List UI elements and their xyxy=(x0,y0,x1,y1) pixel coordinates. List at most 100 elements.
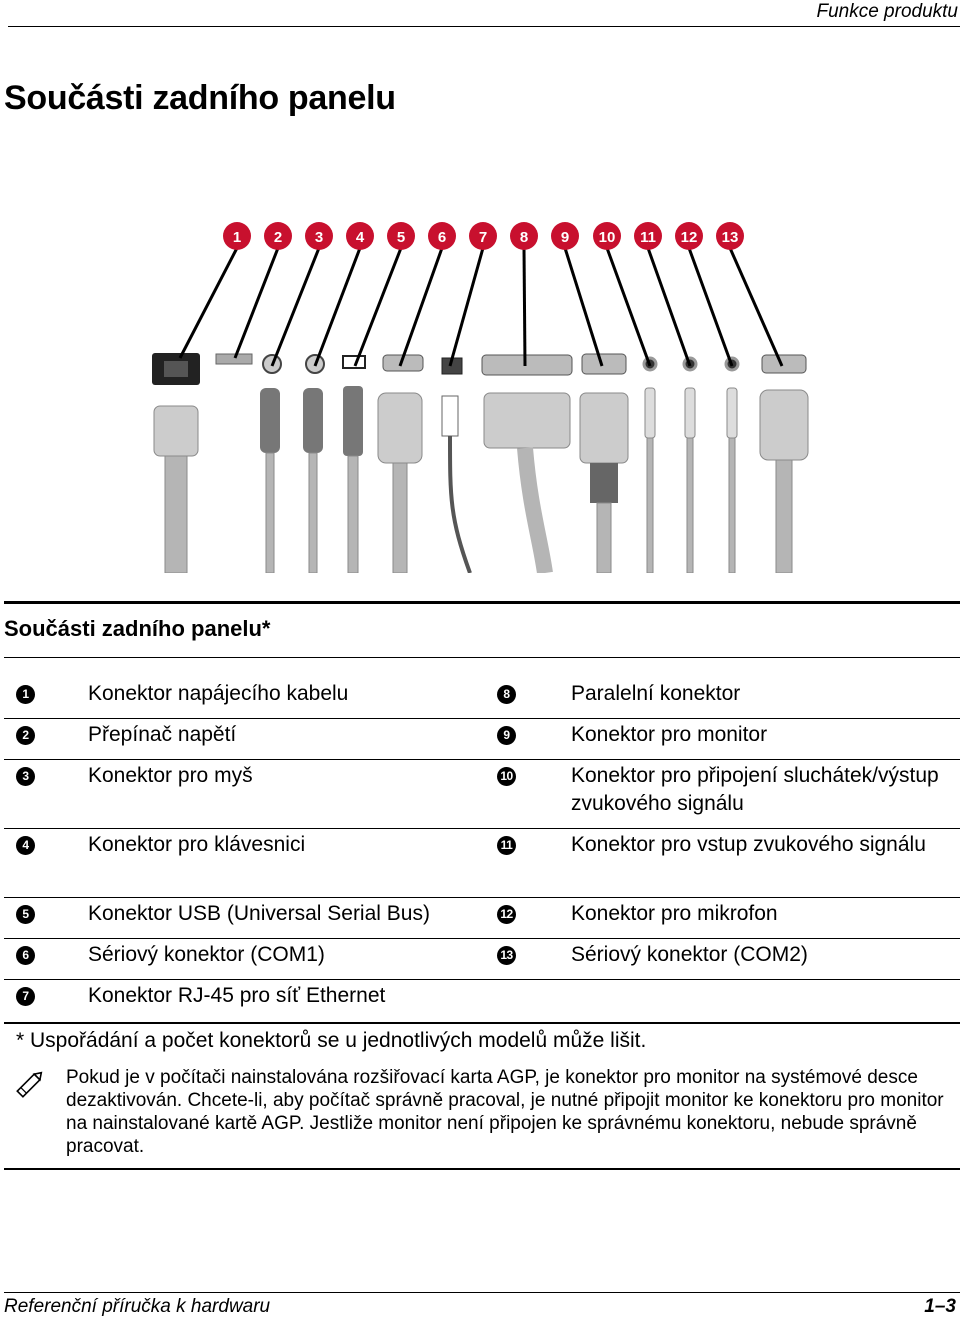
cable xyxy=(596,502,612,573)
rj45-plug xyxy=(441,395,459,437)
table-row-rule xyxy=(4,979,960,980)
callout-circle xyxy=(264,222,292,250)
table-row-number: 8 xyxy=(497,680,527,708)
table-cell-right: Konektor pro mikrofon xyxy=(571,902,778,925)
callout-number: 3 xyxy=(315,229,323,246)
table-cell-right: Konektor pro monitor xyxy=(571,723,768,746)
audio-plug xyxy=(726,387,738,439)
monitor-ferrite xyxy=(590,463,618,503)
callout-circle xyxy=(716,222,744,250)
cable xyxy=(164,455,188,573)
cable xyxy=(646,437,654,573)
callout-number: 10 xyxy=(599,229,616,246)
table-cell-left: Konektor pro klávesnici xyxy=(88,833,306,856)
table-top-rule xyxy=(4,601,960,604)
callout-circle xyxy=(551,222,579,250)
table-cell-right: Sériový konektor (COM2) xyxy=(571,943,808,966)
cable xyxy=(775,459,793,573)
power-connector-inner xyxy=(164,361,188,377)
table-row-rule xyxy=(4,938,960,939)
callout-number-badge: 13 xyxy=(497,945,516,965)
callout-number-badge: 9 xyxy=(497,725,516,745)
table-row-number: 6 xyxy=(16,941,46,969)
audio-plug xyxy=(644,387,656,439)
usb-port xyxy=(342,355,366,369)
serial-plug-com2 xyxy=(759,389,809,461)
callout-number: 4 xyxy=(356,229,365,246)
table-row-number: 12 xyxy=(497,900,527,928)
table-cell-left: Konektor USB (Universal Serial Bus) xyxy=(88,902,430,925)
callout-number-badge: 3 xyxy=(16,766,35,786)
table-row-number: 7 xyxy=(16,982,46,1010)
table-row-number: 2 xyxy=(16,721,46,749)
cable xyxy=(308,452,318,573)
table-row-rule xyxy=(4,828,960,829)
callout-number-badge: 5 xyxy=(16,904,35,924)
pencil-icon xyxy=(16,1071,43,1098)
callout-number: 13 xyxy=(722,229,739,246)
table-row-number: 3 xyxy=(16,762,46,790)
callout-circle xyxy=(305,222,333,250)
callout-circle xyxy=(510,222,538,250)
table-footnote: * Uspořádání a počet konektorů se u jedn… xyxy=(16,1029,647,1052)
table-cell-left: Konektor RJ-45 pro síť Ethernet xyxy=(88,984,386,1007)
callout-leader-line xyxy=(646,247,692,367)
callout-leader-line xyxy=(398,247,444,367)
table-cell-right: Paralelní konektor xyxy=(571,682,741,705)
note-bottom-rule xyxy=(4,1168,960,1170)
table-cell-right: Konektor pro připojení sluchátek/výstup … xyxy=(571,764,939,815)
table-cell-right: Konektor pro vstup zvukového signálu xyxy=(571,833,926,856)
callout-number-badge: 8 xyxy=(497,684,516,704)
serial-port-com2 xyxy=(761,354,807,374)
parallel-port xyxy=(481,354,573,376)
voltage-switch xyxy=(215,353,253,365)
callout-number: 1 xyxy=(233,229,241,246)
callout-number: 8 xyxy=(520,229,528,246)
parallel-plug xyxy=(483,392,571,449)
callout-number: 2 xyxy=(274,229,282,246)
parallel-cable xyxy=(517,447,553,573)
callout-leader-line xyxy=(313,247,362,367)
callout-circle xyxy=(593,222,621,250)
callout-circle xyxy=(634,222,662,250)
cable xyxy=(686,437,694,573)
footer-page-number: 1–3 xyxy=(924,1296,956,1317)
table-row-number: 4 xyxy=(16,831,46,859)
callout-leader-line xyxy=(522,247,527,367)
callout-number: 11 xyxy=(640,229,656,246)
usb-plug xyxy=(343,386,363,456)
note-text: Pokud je v počítači nainstalována rozšiř… xyxy=(66,1067,944,1157)
callout-leader-line xyxy=(687,247,734,367)
serial-plug xyxy=(377,392,423,464)
callout-number: 12 xyxy=(681,229,698,246)
callout-number-badge: 7 xyxy=(16,986,35,1006)
table-row-number: 1 xyxy=(16,680,46,708)
callout-circle xyxy=(387,222,415,250)
page-title: Součásti zadního panelu xyxy=(4,79,396,117)
callout-circle xyxy=(223,222,251,250)
table-title: Součásti zadního panelu* xyxy=(4,616,271,641)
callout-leader-line xyxy=(233,247,280,359)
callout-number: 6 xyxy=(438,229,446,246)
callout-circle xyxy=(469,222,497,250)
callout-leader-line xyxy=(270,247,321,367)
footer-manual-title: Referenční příručka k hardwaru xyxy=(4,1296,271,1317)
callout-circle xyxy=(675,222,703,250)
table-row-number: 5 xyxy=(16,900,46,928)
table-row-rule xyxy=(4,759,960,760)
callout-number: 9 xyxy=(561,229,569,246)
callout-number-badge: 4 xyxy=(16,835,35,855)
callout-leader-line xyxy=(728,247,784,367)
table-cell-left: Konektor pro myš xyxy=(88,764,253,787)
cable xyxy=(347,455,359,573)
callout-leader-line xyxy=(448,247,485,367)
footer-rule xyxy=(4,1292,960,1293)
callout-number-badge: 11 xyxy=(497,835,516,855)
table-cell-left: Přepínač napětí xyxy=(88,723,237,746)
table-row-number: 13 xyxy=(497,941,527,969)
callout-leader-line xyxy=(563,247,604,367)
table-row-rule xyxy=(4,897,960,898)
callout-leader-line xyxy=(353,247,403,367)
